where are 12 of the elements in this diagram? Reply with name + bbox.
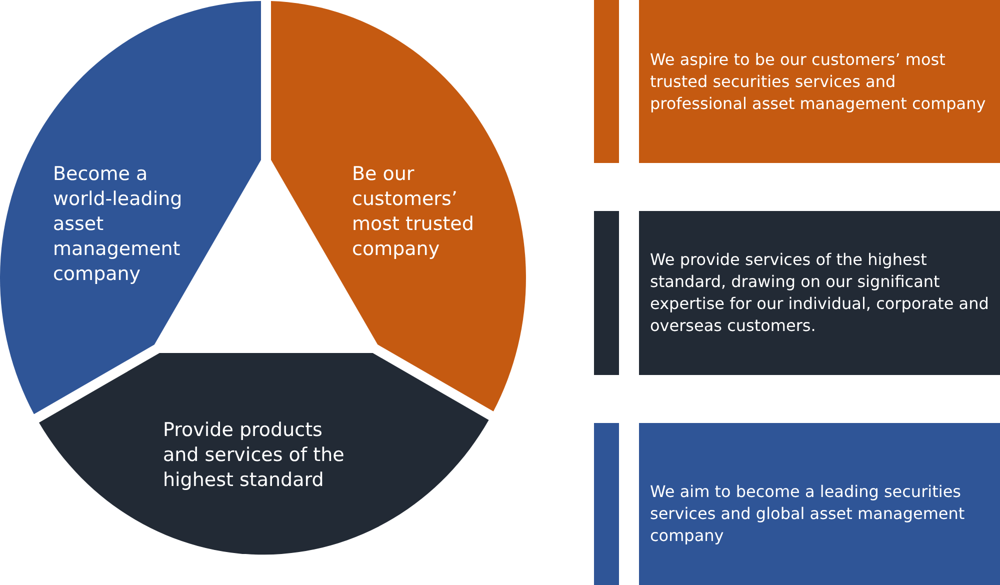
panel-text: We aim to become a leading securities services and global asset management company: [650, 481, 966, 547]
ring-segment: [271, 1, 526, 412]
text-panel: [639, 0, 1000, 163]
segment-label: Be our customers’ most trusted company: [352, 162, 475, 262]
ring-segment: [38, 353, 489, 555]
panel-text: We aspire to be our customers’ most trusted securities services and professional asset management company: [650, 48, 987, 114]
panel-text: We provide services of the highest standard, drawing on our significant expertise for our individual, corporate and overseas customers.: [650, 249, 990, 337]
text-panel: [639, 423, 1000, 585]
ring-segment: [0, 1, 261, 414]
text-panel: [639, 211, 1000, 375]
segment-label: Become a world-leading asset management company: [52, 162, 184, 287]
segment-label: Provide products and services of the highest standard: [162, 418, 346, 493]
